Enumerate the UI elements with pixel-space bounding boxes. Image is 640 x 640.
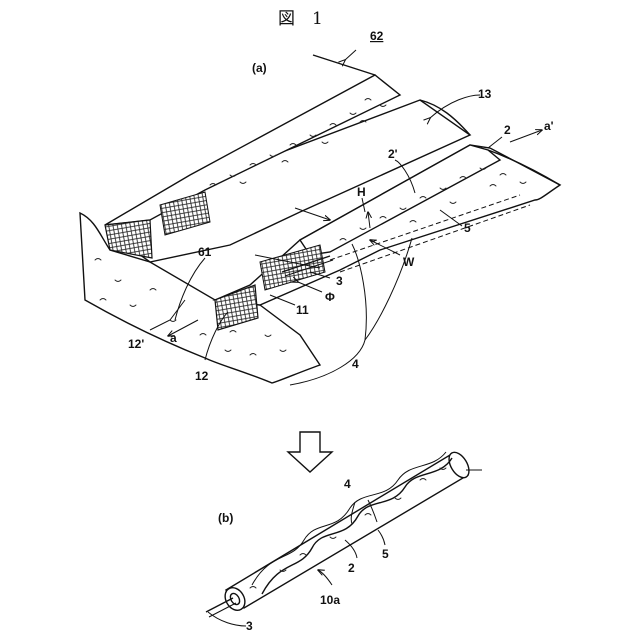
- label-2-prime: 2': [388, 147, 398, 161]
- label-a-prime: a': [544, 119, 554, 133]
- label-b-4: 4: [344, 477, 351, 491]
- leader-b-5: [378, 530, 385, 545]
- label-12-prime: 12': [128, 337, 144, 351]
- label-12: 12: [195, 369, 209, 383]
- arrow-b-10a: [318, 570, 332, 585]
- label-b-2: 2: [348, 561, 355, 575]
- label-phi: Φ: [325, 290, 335, 304]
- label-H: H: [357, 185, 366, 199]
- core-wire-3-out-edge: [209, 603, 236, 617]
- panel-a-drawing: (a) 62 13 2 a' 2' H 5 W 61 3 Φ 11 12' a …: [80, 29, 560, 385]
- down-arrow-icon: [288, 432, 332, 472]
- label-b-5: 5: [382, 547, 389, 561]
- label-4: 4: [352, 357, 359, 371]
- label-13: 13: [478, 87, 492, 101]
- label-b-10a: 10a: [320, 593, 340, 607]
- label-W: W: [403, 255, 415, 269]
- panel-b-drawing: (b) 4 5 2 10a 3: [206, 449, 482, 633]
- top-edge-line: [313, 55, 375, 75]
- leader-2: [488, 137, 502, 148]
- label-2: 2: [504, 123, 511, 137]
- arrow-a-prime: [510, 130, 542, 142]
- label-11: 11: [296, 303, 309, 317]
- panel-b-label: (b): [218, 511, 233, 525]
- label-62: 62: [370, 29, 384, 43]
- panel-a-label: (a): [252, 61, 267, 75]
- label-a: a: [170, 331, 177, 345]
- arrow-H-horizontal: [295, 208, 330, 220]
- label-61: 61: [198, 245, 212, 259]
- label-3: 3: [336, 274, 343, 288]
- leader-62: [345, 50, 356, 60]
- label-5: 5: [464, 221, 471, 235]
- label-b-3: 3: [246, 619, 253, 633]
- leader-11: [270, 295, 295, 305]
- figure-title: 図 1: [278, 9, 323, 29]
